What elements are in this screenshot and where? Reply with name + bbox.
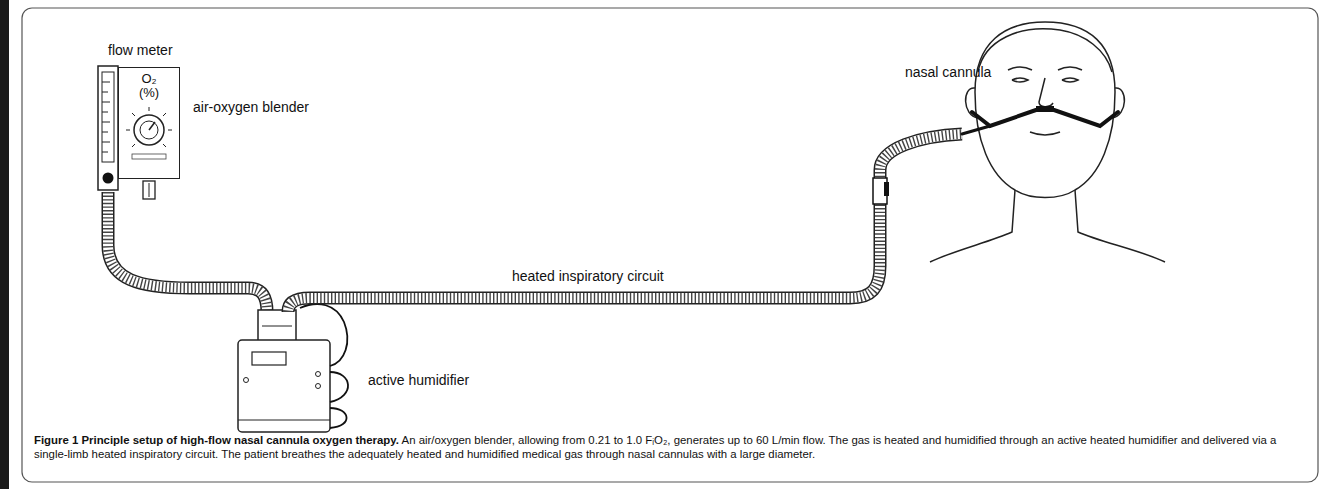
blender-panel: O₂ (%) <box>118 67 180 179</box>
intake-hose <box>108 192 267 312</box>
part-label: air-oxygen blender <box>193 99 309 115</box>
flow-meter-symbol <box>98 66 118 190</box>
blender-dial <box>126 107 172 199</box>
part-label: flow meter <box>108 42 173 58</box>
slide-edge <box>0 0 9 489</box>
humidifier-symbol <box>238 310 330 432</box>
caption-space <box>399 434 402 446</box>
part-label: active humidifier <box>368 372 469 388</box>
heater-cable <box>300 304 348 428</box>
part-label: heated inspiratory circuit <box>512 268 664 284</box>
heated-circuit <box>288 134 962 312</box>
figure-caption: Figure 1 Principle setup of high-flow na… <box>34 434 1312 461</box>
node-text: O₂ (%) <box>133 72 164 100</box>
caption-title: Figure 1 Principle setup of high-flow na… <box>34 434 399 446</box>
cannula-straps <box>962 106 1118 134</box>
figure-frame <box>22 8 1318 482</box>
part-label: nasal cannula <box>905 64 991 80</box>
patient-face <box>930 22 1165 262</box>
